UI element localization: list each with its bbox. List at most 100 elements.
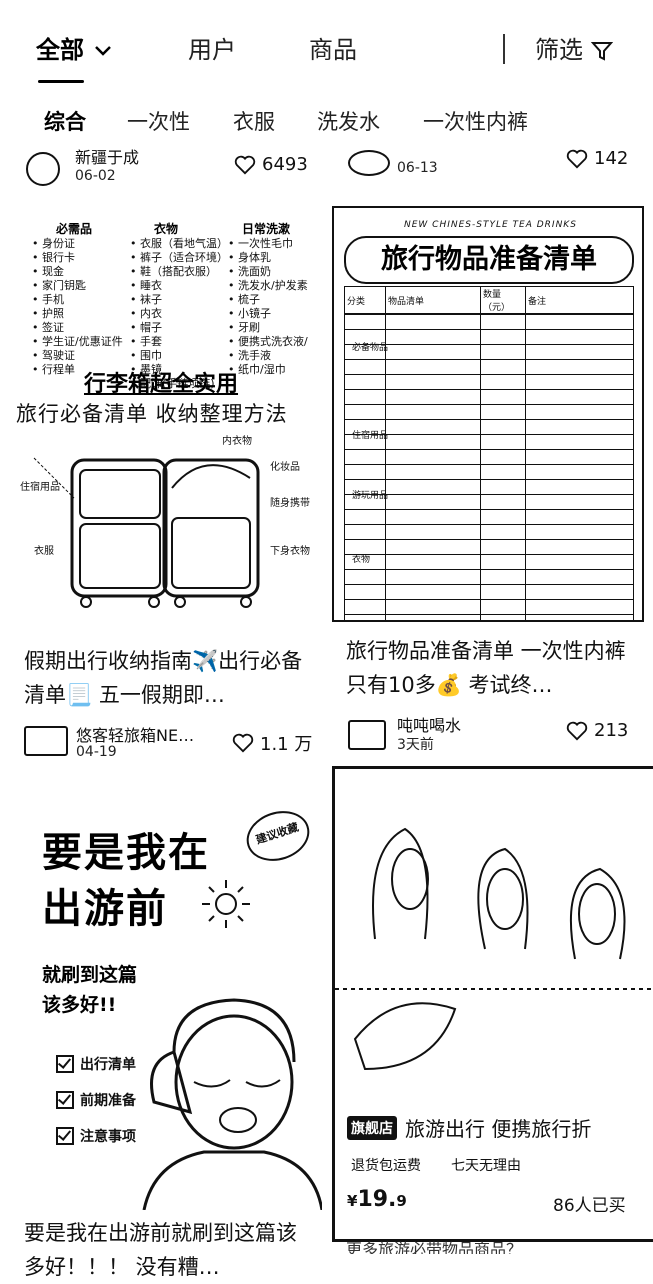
table-cell (480, 359, 526, 375)
table-cell (385, 539, 481, 555)
table-cell (385, 329, 481, 345)
table-cell (385, 479, 481, 495)
list-item: • 便携式洗衣液/ (228, 335, 308, 348)
subtab-shampoo[interactable]: 洗发水 (317, 110, 380, 134)
list-item: • 洗面奶 (228, 265, 271, 278)
chevron-down-icon (95, 46, 112, 56)
checkbox-icon (56, 1091, 74, 1109)
table-cell (525, 374, 634, 390)
product-card[interactable]: 旗舰店 旅游出行 便携旅行折 退货包运费 七天无理由 ¥19.9 86人已买 (332, 766, 653, 1242)
post-title[interactable]: 旅行物品准备清单 一次性内裤 只有10多💰 考试终… (346, 639, 626, 697)
list-item: • 梳子 (228, 293, 260, 306)
table-cell (480, 524, 526, 540)
subtitle-text: 旅行必备清单 收纳整理方法 (16, 402, 288, 426)
list-item: • 手套 (130, 335, 162, 348)
table-cell (385, 389, 481, 405)
item-list: • 一次性毛巾• 身体乳• 洗面奶• 洗发水/护发素• 梳子• 小镜子• 牙刷•… (228, 237, 322, 377)
list-item: • 行程单 (32, 363, 75, 376)
list-item: • 手机 (32, 293, 64, 306)
headline: 要是我在 (42, 830, 210, 876)
list-item: • 家门钥匙 (32, 279, 86, 292)
subtab-disposable[interactable]: 一次性 (127, 110, 190, 134)
like-button[interactable]: 6493 (234, 154, 308, 175)
store-badge: 旗舰店 (347, 1115, 397, 1140)
subtab-clothes[interactable]: 衣服 (233, 110, 275, 134)
heart-icon (566, 149, 588, 168)
table-cell (525, 434, 634, 450)
subtab-comprehensive[interactable]: 综合 (44, 110, 86, 134)
list-item: • 配饰(手链项链) (130, 377, 215, 390)
post-card-image[interactable]: 必需品 • 身份证• 银行卡• 现金• 家门钥匙• 手机• 护照• 签证• 学生… (14, 206, 322, 620)
table-cell (385, 344, 481, 360)
heart-icon (232, 733, 254, 753)
post-title[interactable]: 假期出行收纳指南✈️出行必备清单📃 五一假期即… (24, 649, 303, 707)
label: 下身衣物 (270, 546, 310, 557)
table-cell (344, 509, 386, 525)
table-cell (525, 359, 634, 375)
checklist-item: 前期准备 (56, 1090, 136, 1110)
table-cell (385, 464, 481, 480)
checklist-item: 出行清单 (56, 1054, 136, 1074)
post-date: 3天前 (397, 737, 434, 753)
avatar[interactable] (348, 720, 386, 750)
label: 住宿用品 (20, 482, 60, 493)
label: 衣服 (34, 546, 54, 557)
like-button[interactable]: 142 (566, 148, 628, 169)
list-item: • 银行卡 (32, 251, 75, 264)
author-name[interactable]: 吨吨喝水 (397, 716, 462, 735)
table-cell (480, 344, 526, 360)
table-cell (344, 569, 386, 585)
item-list: • 身份证• 银行卡• 现金• 家门钥匙• 手机• 护照• 签证• 学生证/优惠… (32, 237, 128, 377)
list-item: • 内衣 (130, 307, 162, 320)
post-card-image[interactable]: 要是我在 出游前 建议收藏 就刷到这篇 该多好!! 出行清单 前期准备 注意事项 (14, 792, 322, 1210)
filter-button[interactable]: 筛选 (535, 30, 613, 65)
list-item: • 睡衣 (130, 279, 162, 292)
tab-products[interactable]: 商品 (309, 36, 357, 64)
table-cell (385, 359, 481, 375)
funnel-icon (590, 42, 613, 61)
avatar[interactable] (26, 152, 60, 186)
table-cell (525, 494, 634, 510)
post-date: 06-02 (75, 168, 116, 184)
group-label: 必备物品 (352, 343, 389, 353)
post-title[interactable]: 要是我在出游前就刷到这篇该多好！！！ 没有糟… (24, 1221, 297, 1279)
table-cell (385, 434, 481, 450)
avatar[interactable] (24, 726, 68, 756)
list-item: • 身体乳 (228, 251, 271, 264)
author-name[interactable]: 悠客轻旅箱NE… (76, 726, 195, 745)
table-header: 备注 (525, 286, 634, 314)
post-card-image[interactable]: NEW CHINES-STYLE TEA DRINKS 旅行物品准备清单 分类物… (332, 206, 644, 622)
item-list: • 衣服（看地气温）• 裤子（适合环境）• 鞋（搭配衣服）• 睡衣• 袜子• 内… (130, 237, 230, 391)
table-cell (344, 464, 386, 480)
related-link[interactable]: 更多旅游必带物品商品？ (346, 1240, 523, 1254)
label: 内衣物 (222, 436, 252, 447)
table-cell (344, 449, 386, 465)
sold-count: 86人已买 (553, 1196, 626, 1216)
tab-all[interactable]: 全部 (36, 30, 112, 65)
post-date: 04-19 (76, 744, 117, 760)
like-button[interactable]: 1.1 万 (232, 730, 312, 756)
avatar[interactable] (348, 150, 390, 176)
product-title[interactable]: 旗舰店 旅游出行 便携旅行折 (347, 1113, 591, 1142)
list-item: • 墨镜 (130, 363, 162, 376)
table-cell (525, 539, 634, 555)
table-cell (525, 584, 634, 600)
service-tag: 退货包运费 (351, 1158, 421, 1174)
table-cell (480, 314, 526, 330)
table-cell (480, 614, 526, 620)
like-button[interactable]: 213 (566, 720, 628, 741)
table-cell (385, 599, 481, 615)
author-name[interactable]: 新疆于成 (75, 148, 140, 167)
table-cell (385, 314, 481, 330)
subtab-disposable-underwear[interactable]: 一次性内裤 (423, 110, 528, 134)
list-item: • 驾驶证 (32, 349, 75, 362)
list-column: 日常洗漱 • 一次性毛巾• 身体乳• 洗面奶• 洗发水/护发素• 梳子• 小镜子… (228, 220, 322, 377)
table-cell (480, 554, 526, 570)
table-cell (525, 599, 634, 615)
tab-users[interactable]: 用户 (188, 36, 236, 64)
suitcase-illustration (33, 457, 260, 608)
table-cell (525, 479, 634, 495)
list-column: 衣物 • 衣服（看地气温）• 裤子（适合环境）• 鞋（搭配衣服）• 睡衣• 袜子… (130, 220, 230, 391)
facepalm-illustration (142, 998, 322, 1210)
table-cell (344, 389, 386, 405)
